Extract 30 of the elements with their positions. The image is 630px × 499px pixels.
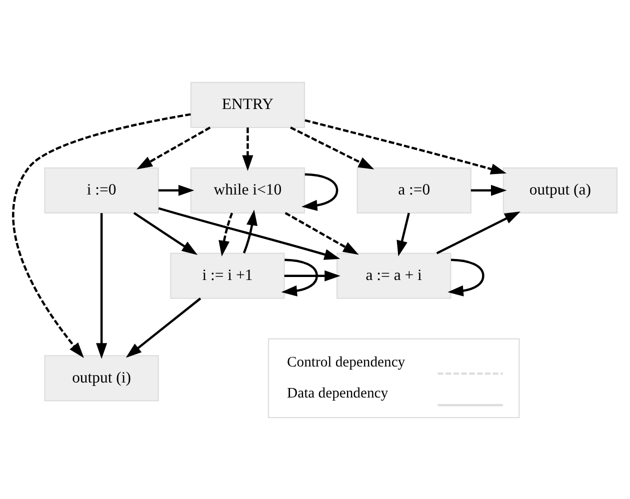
node-box: ENTRY bbox=[190, 81, 306, 128]
arrow bbox=[12, 112, 191, 358]
arrow bbox=[284, 270, 340, 281]
arrow bbox=[304, 118, 507, 174]
arrow bbox=[158, 206, 340, 260]
arrow bbox=[96, 212, 108, 358]
node-box: output (a) bbox=[502, 166, 618, 213]
arrow bbox=[290, 126, 374, 169]
arrow bbox=[284, 212, 359, 254]
node-box: i :=0 bbox=[44, 166, 159, 213]
legend-label: Control dependency bbox=[287, 354, 406, 370]
arrow bbox=[470, 184, 507, 196]
node-box: a := a + i bbox=[336, 252, 452, 298]
arrow bbox=[218, 212, 234, 256]
node-box: output (i) bbox=[44, 354, 159, 401]
node-box: a :=0 bbox=[356, 166, 472, 213]
node-box: while i<10 bbox=[190, 166, 306, 213]
arrow bbox=[136, 126, 211, 169]
arrow bbox=[281, 258, 318, 296]
arrow bbox=[242, 209, 258, 253]
node-box: i := i +1 bbox=[170, 252, 285, 298]
arrow bbox=[158, 184, 194, 196]
arrow bbox=[301, 172, 338, 210]
arrow bbox=[242, 127, 254, 171]
arrow bbox=[126, 297, 202, 358]
arrow bbox=[133, 212, 198, 254]
arrow bbox=[436, 210, 520, 254]
arrow bbox=[396, 212, 410, 256]
arrow bbox=[448, 258, 484, 296]
legend-label: Data dependency bbox=[287, 385, 388, 402]
